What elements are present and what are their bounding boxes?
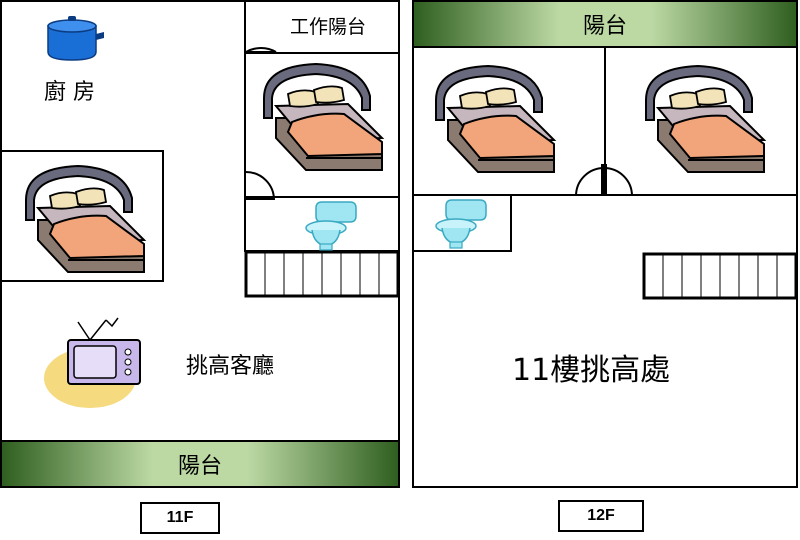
bed-icon bbox=[263, 63, 383, 171]
cooking-pot-icon bbox=[47, 16, 104, 61]
balcony-12: 陽台 bbox=[412, 0, 798, 48]
balcony-11-label: 陽台 bbox=[177, 454, 222, 479]
kitchen-label: 廚 房 bbox=[44, 80, 95, 105]
floor-tag-12f: 12F bbox=[558, 500, 644, 532]
door-arc-bedrooms-12 bbox=[575, 164, 633, 197]
television-icon bbox=[44, 317, 141, 408]
living-room-label: 挑高客廳 bbox=[186, 354, 275, 379]
floor-tag-11f: 11F bbox=[140, 502, 220, 534]
bed-icon bbox=[435, 65, 555, 173]
toilet-icon bbox=[305, 201, 357, 251]
bed-icon bbox=[25, 165, 145, 273]
bed-icon bbox=[645, 65, 765, 173]
balcony-11: 陽台 bbox=[0, 440, 400, 488]
staircase-icon bbox=[642, 252, 798, 300]
toilet-icon bbox=[435, 199, 487, 249]
door-arc-service-balcony bbox=[245, 47, 277, 53]
service-balcony-room bbox=[244, 0, 400, 54]
balcony-12-label: 陽台 bbox=[582, 14, 627, 39]
void-label: 11樓挑高處 bbox=[512, 353, 671, 388]
door-arc-bedroom-11 bbox=[245, 171, 275, 201]
staircase-icon bbox=[244, 250, 400, 298]
service-balcony-label: 工作陽台 bbox=[290, 16, 367, 38]
